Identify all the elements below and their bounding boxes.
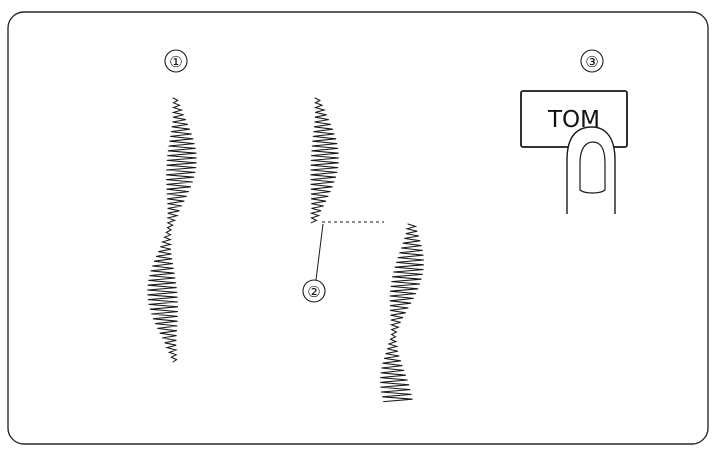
callout-1: ① xyxy=(164,49,188,73)
stitch-pattern-left xyxy=(147,97,197,363)
callout-2: ② xyxy=(302,279,326,303)
stitch-pattern-middle-bottom xyxy=(380,223,424,403)
callout-3-number: ③ xyxy=(585,53,598,71)
panel-frame xyxy=(7,11,709,445)
callout-1-number: ① xyxy=(169,53,182,71)
stitch-pattern-middle-top xyxy=(309,97,339,224)
callout-3: ③ xyxy=(580,49,604,73)
finger-pressing-icon xyxy=(566,126,616,214)
callout-2-leader-line xyxy=(315,223,324,281)
callout-2-number: ② xyxy=(307,283,320,301)
